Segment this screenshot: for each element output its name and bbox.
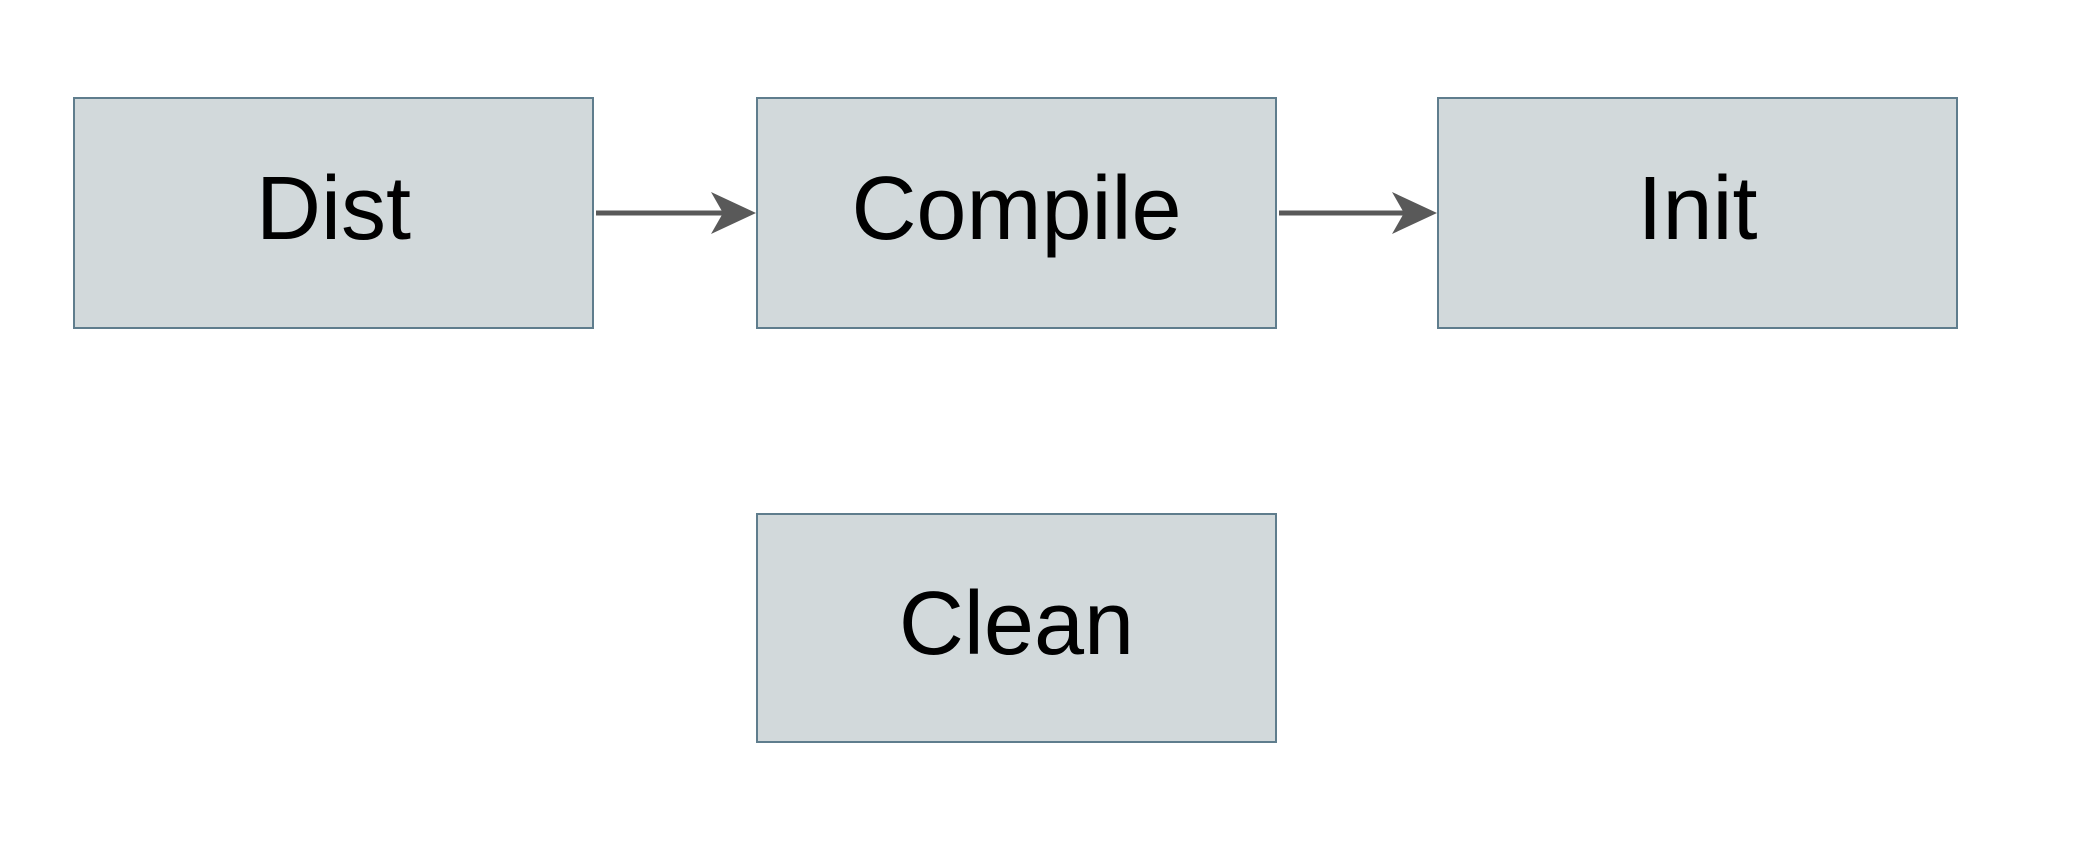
node-clean-label: Clean bbox=[898, 574, 1135, 674]
node-dist[interactable]: Dist bbox=[73, 97, 594, 329]
node-compile[interactable]: Compile bbox=[756, 97, 1277, 329]
node-init[interactable]: Init bbox=[1437, 97, 1958, 329]
node-init-label: Init bbox=[1637, 159, 1758, 259]
arrow-compile-to-init bbox=[1279, 192, 1437, 234]
node-compile-label: Compile bbox=[851, 159, 1182, 259]
node-clean[interactable]: Clean bbox=[756, 513, 1277, 743]
arrow-dist-to-compile bbox=[596, 192, 756, 234]
node-dist-label: Dist bbox=[256, 159, 411, 259]
